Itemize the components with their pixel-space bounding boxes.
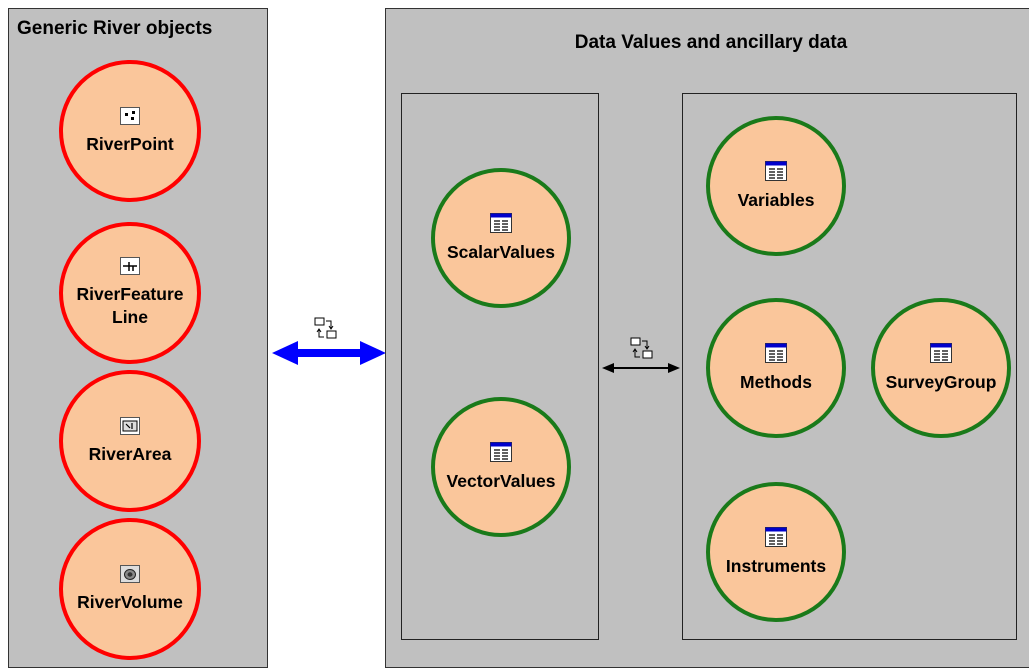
- node-label: Variables: [737, 189, 815, 210]
- node-label: Methods: [740, 371, 812, 392]
- instruments-node[interactable]: Instruments: [706, 482, 846, 622]
- node-label: RiverArea: [88, 443, 172, 464]
- node-label: VectorValues: [446, 470, 556, 491]
- table-icon: [930, 342, 952, 363]
- values-group-box: [401, 93, 599, 640]
- panel-title: Generic River objects: [17, 18, 213, 39]
- values-to-ancillary-relationship-arrow: [602, 363, 680, 373]
- table-icon: [765, 526, 787, 547]
- relationship-icon: [314, 317, 338, 341]
- table-icon: [490, 212, 512, 233]
- survey-group-node[interactable]: SurveyGroup: [871, 298, 1011, 438]
- variables-node[interactable]: Variables: [706, 116, 846, 256]
- panel-title: Data Values and ancillary data: [574, 32, 848, 53]
- methods-node[interactable]: Methods: [706, 298, 846, 438]
- node-label: Instruments: [725, 555, 827, 576]
- scalar-values-node[interactable]: ScalarValues: [431, 168, 571, 308]
- generic-to-data-relationship-arrow: [272, 341, 386, 365]
- table-icon: [765, 342, 787, 363]
- node-label: SurveyGroup: [885, 371, 997, 392]
- river-area-node[interactable]: RiverArea: [59, 370, 201, 512]
- vector-values-node[interactable]: VectorValues: [431, 397, 571, 537]
- relationship-icon: [630, 337, 654, 361]
- node-label: RiverFeature Line: [76, 284, 184, 327]
- node-label: RiverVolume: [77, 591, 183, 612]
- line-feature-icon: [120, 257, 140, 276]
- node-label: RiverPoint: [86, 133, 174, 154]
- point-feature-icon: [120, 106, 140, 125]
- river-feature-line-node[interactable]: RiverFeature Line: [59, 222, 201, 364]
- area-feature-icon: [120, 416, 140, 435]
- river-volume-node[interactable]: RiverVolume: [59, 518, 201, 660]
- river-point-node[interactable]: RiverPoint: [59, 60, 201, 202]
- node-label: ScalarValues: [447, 241, 555, 262]
- table-icon: [765, 160, 787, 181]
- table-icon: [490, 441, 512, 462]
- volume-feature-icon: [120, 564, 140, 583]
